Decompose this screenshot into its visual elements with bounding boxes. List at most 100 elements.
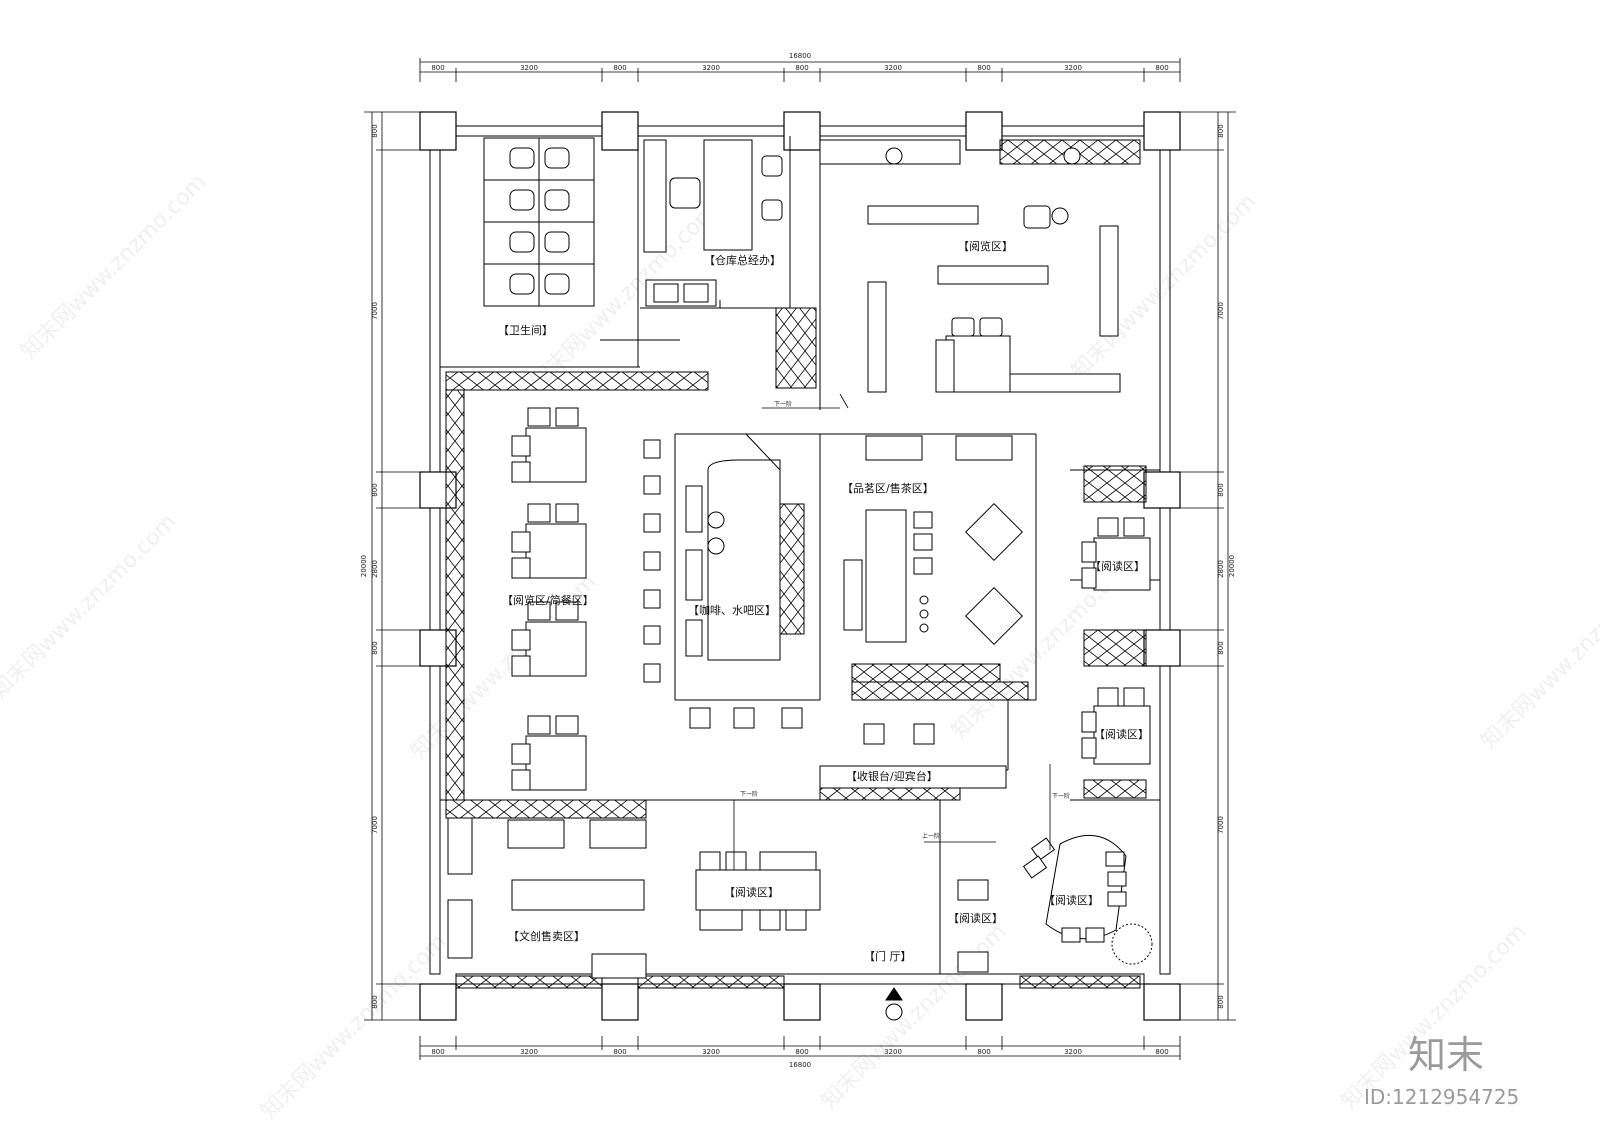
sofa bbox=[945, 335, 1011, 393]
toilet-icon bbox=[544, 273, 570, 295]
chair-icon bbox=[1023, 205, 1051, 229]
person-icon bbox=[1051, 207, 1069, 225]
chair-icon bbox=[979, 317, 1003, 337]
bench bbox=[867, 205, 979, 225]
watermark-text: 知末网www.znzmo.com bbox=[1067, 189, 1262, 384]
step-label: 下一阶 bbox=[1052, 792, 1070, 800]
brand-logo: 知末 bbox=[1408, 1033, 1484, 1077]
dining-table bbox=[525, 735, 587, 791]
svg-text:2800: 2800 bbox=[371, 560, 379, 578]
shelf bbox=[637, 975, 785, 989]
svg-text:3200: 3200 bbox=[884, 64, 902, 72]
right-segment-labels: 800 7000 800 2800 800 7000 800 20000 bbox=[1217, 124, 1236, 1008]
column bbox=[1143, 111, 1181, 151]
svg-text:7000: 7000 bbox=[1217, 302, 1225, 320]
room-label-reading-center: 【阅读区】 bbox=[724, 885, 779, 899]
svg-text:800: 800 bbox=[431, 64, 444, 72]
bottom-dimension bbox=[419, 1036, 1181, 1060]
tea-area-furniture bbox=[843, 435, 1023, 645]
right-reading-nooks bbox=[1081, 517, 1151, 765]
svg-text:800: 800 bbox=[795, 1048, 808, 1056]
dining-table bbox=[525, 523, 587, 579]
column bbox=[783, 111, 821, 151]
image-id: ID:1212954725 bbox=[1364, 1085, 1519, 1109]
cashier-counter bbox=[819, 765, 1007, 789]
dining-table bbox=[525, 427, 587, 483]
shelving-units bbox=[445, 139, 1147, 989]
svg-text:800: 800 bbox=[1217, 483, 1225, 496]
svg-text:800: 800 bbox=[1155, 64, 1168, 72]
svg-text:800: 800 bbox=[371, 995, 379, 1008]
svg-text:3200: 3200 bbox=[520, 1048, 538, 1056]
svg-text:800: 800 bbox=[613, 1048, 626, 1056]
shelf bbox=[779, 503, 805, 635]
room-label-warehouse-office: 【仓库总经办】 bbox=[704, 253, 781, 267]
watermark-text: 知末网www.znzmo.com bbox=[1477, 559, 1600, 754]
watermark-text: 知末网www.znzmo.com bbox=[0, 509, 181, 704]
person-icon bbox=[885, 147, 903, 165]
column bbox=[1143, 983, 1181, 1021]
watermark-text: 知末网www.znzmo.com bbox=[17, 169, 212, 364]
svg-text:800: 800 bbox=[371, 483, 379, 496]
dining-table bbox=[525, 621, 587, 677]
room-label-reading-dining: 【阅览区/简餐区】 bbox=[502, 593, 594, 607]
svg-text:800: 800 bbox=[1217, 124, 1225, 137]
lounge-table bbox=[1045, 834, 1127, 940]
round-table bbox=[965, 587, 1023, 645]
dining-tables bbox=[511, 407, 587, 791]
bottom-right-reading bbox=[957, 834, 1153, 973]
svg-text:800: 800 bbox=[977, 1048, 990, 1056]
coffee-counter bbox=[685, 433, 781, 661]
toilet-icon bbox=[509, 147, 535, 169]
creative-shop-furniture bbox=[511, 879, 647, 979]
shelf bbox=[445, 389, 465, 801]
bench bbox=[937, 265, 1049, 285]
column bbox=[965, 111, 1003, 151]
svg-text:800: 800 bbox=[1217, 641, 1225, 654]
top-dimension bbox=[419, 58, 1181, 82]
shelf bbox=[445, 371, 709, 391]
toilet-icon bbox=[544, 147, 570, 169]
svg-text:800: 800 bbox=[371, 641, 379, 654]
svg-text:2800: 2800 bbox=[1217, 560, 1225, 578]
shelf bbox=[1083, 629, 1147, 667]
shelf bbox=[445, 799, 647, 819]
step-label: 上一阶 bbox=[922, 832, 940, 840]
step-label: 下一阶 bbox=[740, 790, 758, 798]
restroom-stalls bbox=[483, 137, 595, 307]
toilet-icon bbox=[544, 231, 570, 253]
shelf bbox=[1083, 465, 1147, 503]
room-label-reading-right-1: 【阅读区】 bbox=[1090, 559, 1145, 573]
svg-text:7000: 7000 bbox=[371, 816, 379, 834]
column bbox=[1143, 471, 1181, 509]
svg-text:3200: 3200 bbox=[520, 64, 538, 72]
office-chair-icon bbox=[669, 177, 701, 209]
room-label-restroom: 【卫生间】 bbox=[498, 323, 553, 337]
top-segment-labels: 800 3200 800 3200 800 3200 800 3200 800 bbox=[431, 64, 1168, 72]
svg-text:7000: 7000 bbox=[1217, 816, 1225, 834]
room-label-cashier: 【收银台/迎宾台】 bbox=[846, 769, 938, 783]
total-height-label: 20000 bbox=[360, 555, 368, 577]
room-label-reading-right-2: 【阅读区】 bbox=[1094, 727, 1149, 741]
svg-text:800: 800 bbox=[795, 64, 808, 72]
entrance-arrow-icon bbox=[885, 987, 903, 1001]
step-markers bbox=[733, 393, 1051, 870]
svg-text:3200: 3200 bbox=[702, 64, 720, 72]
room-label-creative-shop: 【文创售卖区】 bbox=[508, 929, 585, 943]
shelf bbox=[851, 663, 1001, 683]
room-label-reading-bottom-right: 【阅读区】 bbox=[1044, 893, 1099, 907]
desk bbox=[703, 139, 753, 251]
watermark-text: 知末网www.znzmo.com bbox=[257, 929, 452, 1124]
toilet-icon bbox=[544, 189, 570, 211]
shelf bbox=[1083, 779, 1147, 799]
toilet-icon bbox=[509, 231, 535, 253]
bottom-segment-labels: 800 3200 800 3200 800 3200 800 3200 800 bbox=[431, 1048, 1168, 1056]
toilet-icon bbox=[509, 189, 535, 211]
svg-text:3200: 3200 bbox=[702, 1048, 720, 1056]
column bbox=[965, 983, 1003, 1021]
column bbox=[601, 983, 639, 1021]
room-label-tea-area: 【品茗区/售茶区】 bbox=[842, 481, 934, 495]
chair-icon bbox=[761, 155, 783, 177]
bench bbox=[1099, 225, 1119, 337]
